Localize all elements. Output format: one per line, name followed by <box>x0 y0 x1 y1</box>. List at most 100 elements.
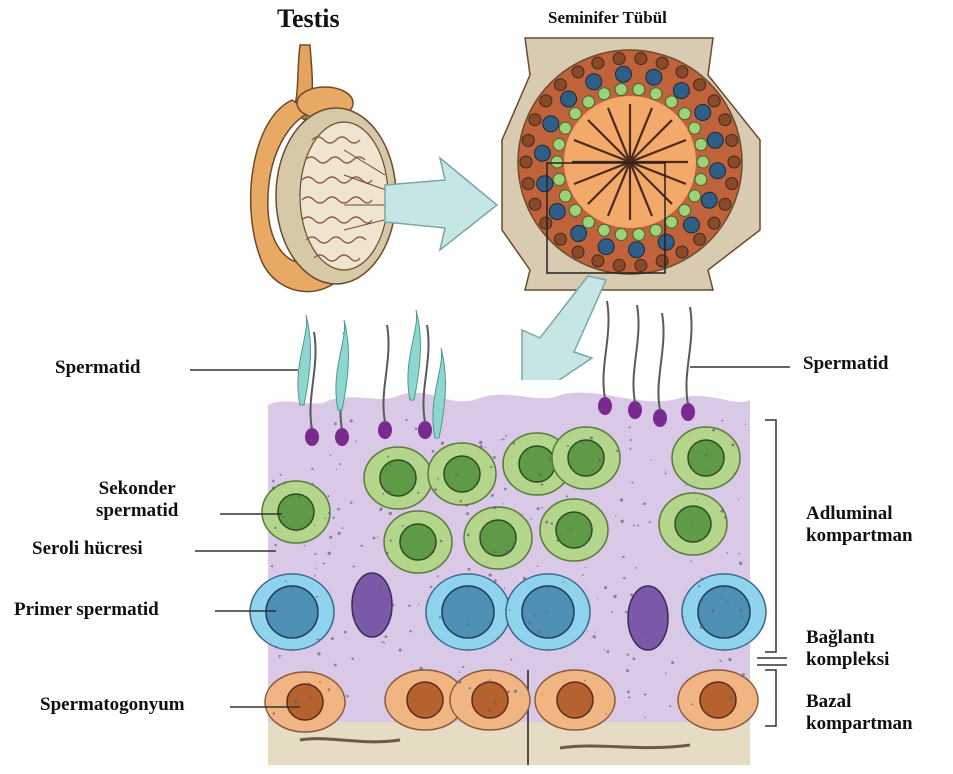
tubule-secondary-cell <box>559 122 571 134</box>
tubule-spermatogonium <box>719 198 731 210</box>
tubule-spermatogonium <box>572 246 584 258</box>
secondary-spermatid-nucleus <box>688 440 724 476</box>
label-basal-compartment: Bazal kompartman <box>806 691 913 736</box>
tubule-secondary-cell <box>650 224 662 236</box>
cytoplasm-granule <box>430 586 432 588</box>
bracket-adluminal <box>765 420 776 652</box>
cytoplasm-granule <box>272 480 275 483</box>
cytoplasm-granule <box>330 455 332 457</box>
cytoplasm-granule <box>439 616 441 618</box>
cytoplasm-granule <box>468 687 470 689</box>
testis-illustration <box>251 45 396 292</box>
cytoplasm-granule <box>523 577 526 580</box>
cytoplasm-granule <box>698 450 700 452</box>
sertoli-nucleus <box>628 586 668 650</box>
cytoplasm-granule <box>459 681 462 684</box>
label-junction-complex: Bağlantı kompleksi <box>806 627 889 672</box>
cytoplasm-granule <box>493 456 496 459</box>
tubule-primary-cell <box>695 104 711 120</box>
cytoplasm-granule <box>312 482 314 484</box>
tubule-primary-cell <box>673 83 689 99</box>
cytoplasm-granule <box>387 456 389 458</box>
cytoplasm-granule <box>298 496 300 498</box>
cytoplasm-granule <box>510 658 512 660</box>
cytoplasm-granule <box>462 666 464 668</box>
cytoplasm-granule <box>311 440 313 442</box>
tubule-primary-cell <box>683 217 699 233</box>
cytoplasm-granule <box>665 473 667 475</box>
cytoplasm-granule <box>393 605 395 607</box>
tubule-spermatogonium <box>708 217 720 229</box>
cytoplasm-granule <box>405 419 407 421</box>
cytoplasm-granule <box>625 611 627 613</box>
tubule-spermatogonium <box>694 233 706 245</box>
cytoplasm-granule <box>331 637 334 640</box>
secondary-spermatid-nucleus <box>568 440 604 476</box>
cytoplasm-granule <box>616 450 618 452</box>
label-spermatogonium: Spermatogonyum <box>40 694 185 716</box>
cytoplasm-granule <box>328 552 331 555</box>
cytoplasm-granule <box>328 512 330 514</box>
tubule-secondary-cell <box>689 122 701 134</box>
cytoplasm-granule <box>316 596 318 598</box>
tubule-spermatogonium <box>613 259 625 271</box>
spermatogonium-nucleus <box>557 682 593 718</box>
cytoplasm-granule <box>377 536 378 537</box>
cytoplasm-granule <box>729 697 732 700</box>
tubule-secondary-cell <box>665 216 677 228</box>
cytoplasm-granule <box>418 604 419 605</box>
cytoplasm-granule <box>505 435 507 437</box>
tubule-secondary-cell <box>665 96 677 108</box>
cytoplasm-granule <box>383 642 385 644</box>
cytoplasm-granule <box>538 630 541 633</box>
cytoplasm-granule <box>389 512 392 515</box>
cytoplasm-granule <box>594 632 595 633</box>
cytoplasm-granule <box>506 545 508 547</box>
cytoplasm-granule <box>644 717 645 718</box>
tubule-spermatogonium <box>656 255 668 267</box>
tubule-secondary-cell <box>695 139 707 151</box>
tissue-section <box>250 301 766 765</box>
tubule-secondary-cell <box>598 88 610 100</box>
tubule-spermatogonium <box>726 134 738 146</box>
cytoplasm-granule <box>360 545 362 547</box>
cytoplasm-granule <box>671 661 674 664</box>
cytoplasm-granule <box>334 422 337 425</box>
label-sertoli-cell: Seroli hücresi <box>32 538 143 560</box>
tubule-secondary-cell <box>553 139 565 151</box>
cytoplasm-granule <box>592 698 594 700</box>
cytoplasm-granule <box>712 429 715 432</box>
cytoplasm-granule <box>740 609 743 612</box>
cytoplasm-granule <box>582 442 584 444</box>
cytoplasm-granule <box>313 511 315 513</box>
tubule-spermatogonium <box>529 198 541 210</box>
spermatid-head <box>598 397 612 415</box>
spermatid-head <box>305 428 319 446</box>
primary-spermatid-nucleus <box>266 586 318 638</box>
cytoplasm-granule <box>635 567 637 569</box>
cytoplasm-granule <box>542 693 543 694</box>
cytoplasm-granule <box>702 579 704 581</box>
cytoplasm-granule <box>415 428 418 431</box>
cytoplasm-granule <box>681 552 682 553</box>
cytoplasm-granule <box>437 576 439 578</box>
cytoplasm-granule <box>354 621 356 623</box>
tubule-primary-cell <box>707 132 723 148</box>
label-secondary-line1: Sekonder <box>96 478 178 500</box>
cytoplasm-granule <box>597 598 598 599</box>
cytoplasm-granule <box>700 626 703 629</box>
cytoplasm-granule <box>534 615 536 617</box>
tubule-primary-cell <box>701 192 717 208</box>
spermatogonium-nucleus <box>287 684 323 720</box>
cytoplasm-granule <box>435 712 438 715</box>
tubule-secondary-cell <box>689 190 701 202</box>
label-adluminal-line1: Adluminal <box>806 503 913 525</box>
cytoplasm-granule <box>720 510 723 513</box>
cytoplasm-granule <box>383 621 385 623</box>
tubule-primary-cell <box>571 225 587 241</box>
tubule-secondary-cell <box>569 204 581 216</box>
tubule-spermatogonium <box>554 233 566 245</box>
cytoplasm-granule <box>388 490 391 493</box>
cytoplasm-granule <box>698 585 700 587</box>
cytoplasm-granule <box>419 667 422 670</box>
